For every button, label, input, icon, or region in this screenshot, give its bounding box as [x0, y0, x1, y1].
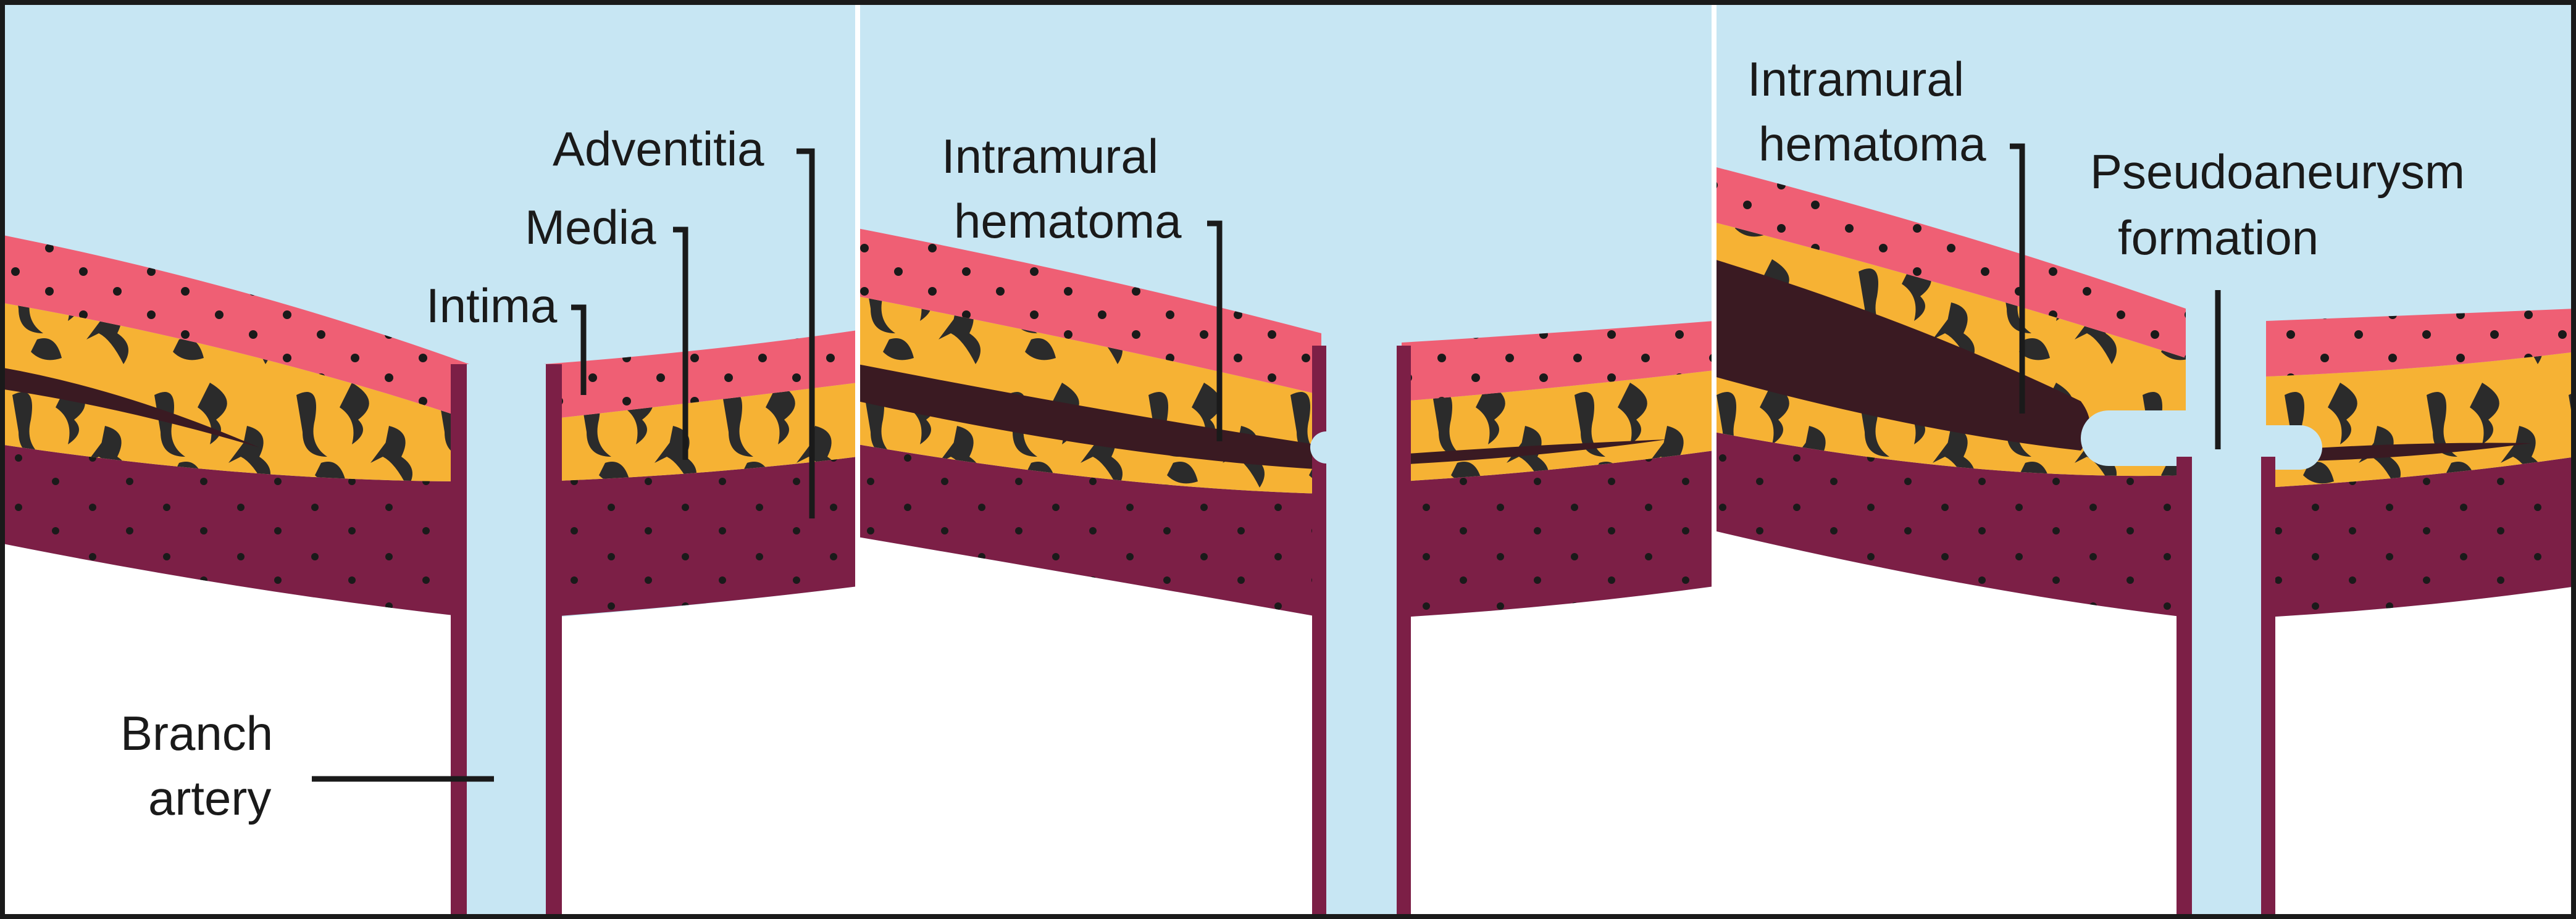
label-hematoma-panel3-line1: Intramural [1747, 52, 1964, 106]
label-pseudoaneurysm-line2: formation [2118, 210, 2319, 265]
label-hematoma-panel2-line2: hematoma [954, 194, 1182, 248]
leader-media [673, 227, 688, 460]
label-intima: Intima [426, 278, 558, 333]
label-branch-line2: artery [148, 771, 271, 825]
branch-artery-lumen [467, 364, 546, 919]
label-hematoma-panel3-line2: hematoma [1758, 117, 1986, 171]
leader-hematoma-panel2 [1207, 220, 1223, 441]
label-branch-line1: Branch [120, 706, 273, 760]
panel-intramural-hematoma [858, 0, 1714, 919]
intramural-hematoma-large [1714, 259, 2090, 451]
leader-intima [571, 304, 587, 395]
leader-hematoma-panel3 [2010, 143, 2025, 414]
panel-normal-wall [0, 0, 858, 919]
intramural-hematoma [858, 364, 1321, 469]
label-pseudoaneurysm-line1: Pseudoaneurysm [2090, 144, 2465, 199]
leader-adventitia [797, 148, 815, 518]
label-media: Media [525, 200, 656, 254]
label-hematoma-panel2-line1: Intramural [942, 129, 1158, 183]
label-adventitia: Adventitia [553, 122, 764, 176]
panel-pseudoaneurysm [1714, 0, 2576, 919]
